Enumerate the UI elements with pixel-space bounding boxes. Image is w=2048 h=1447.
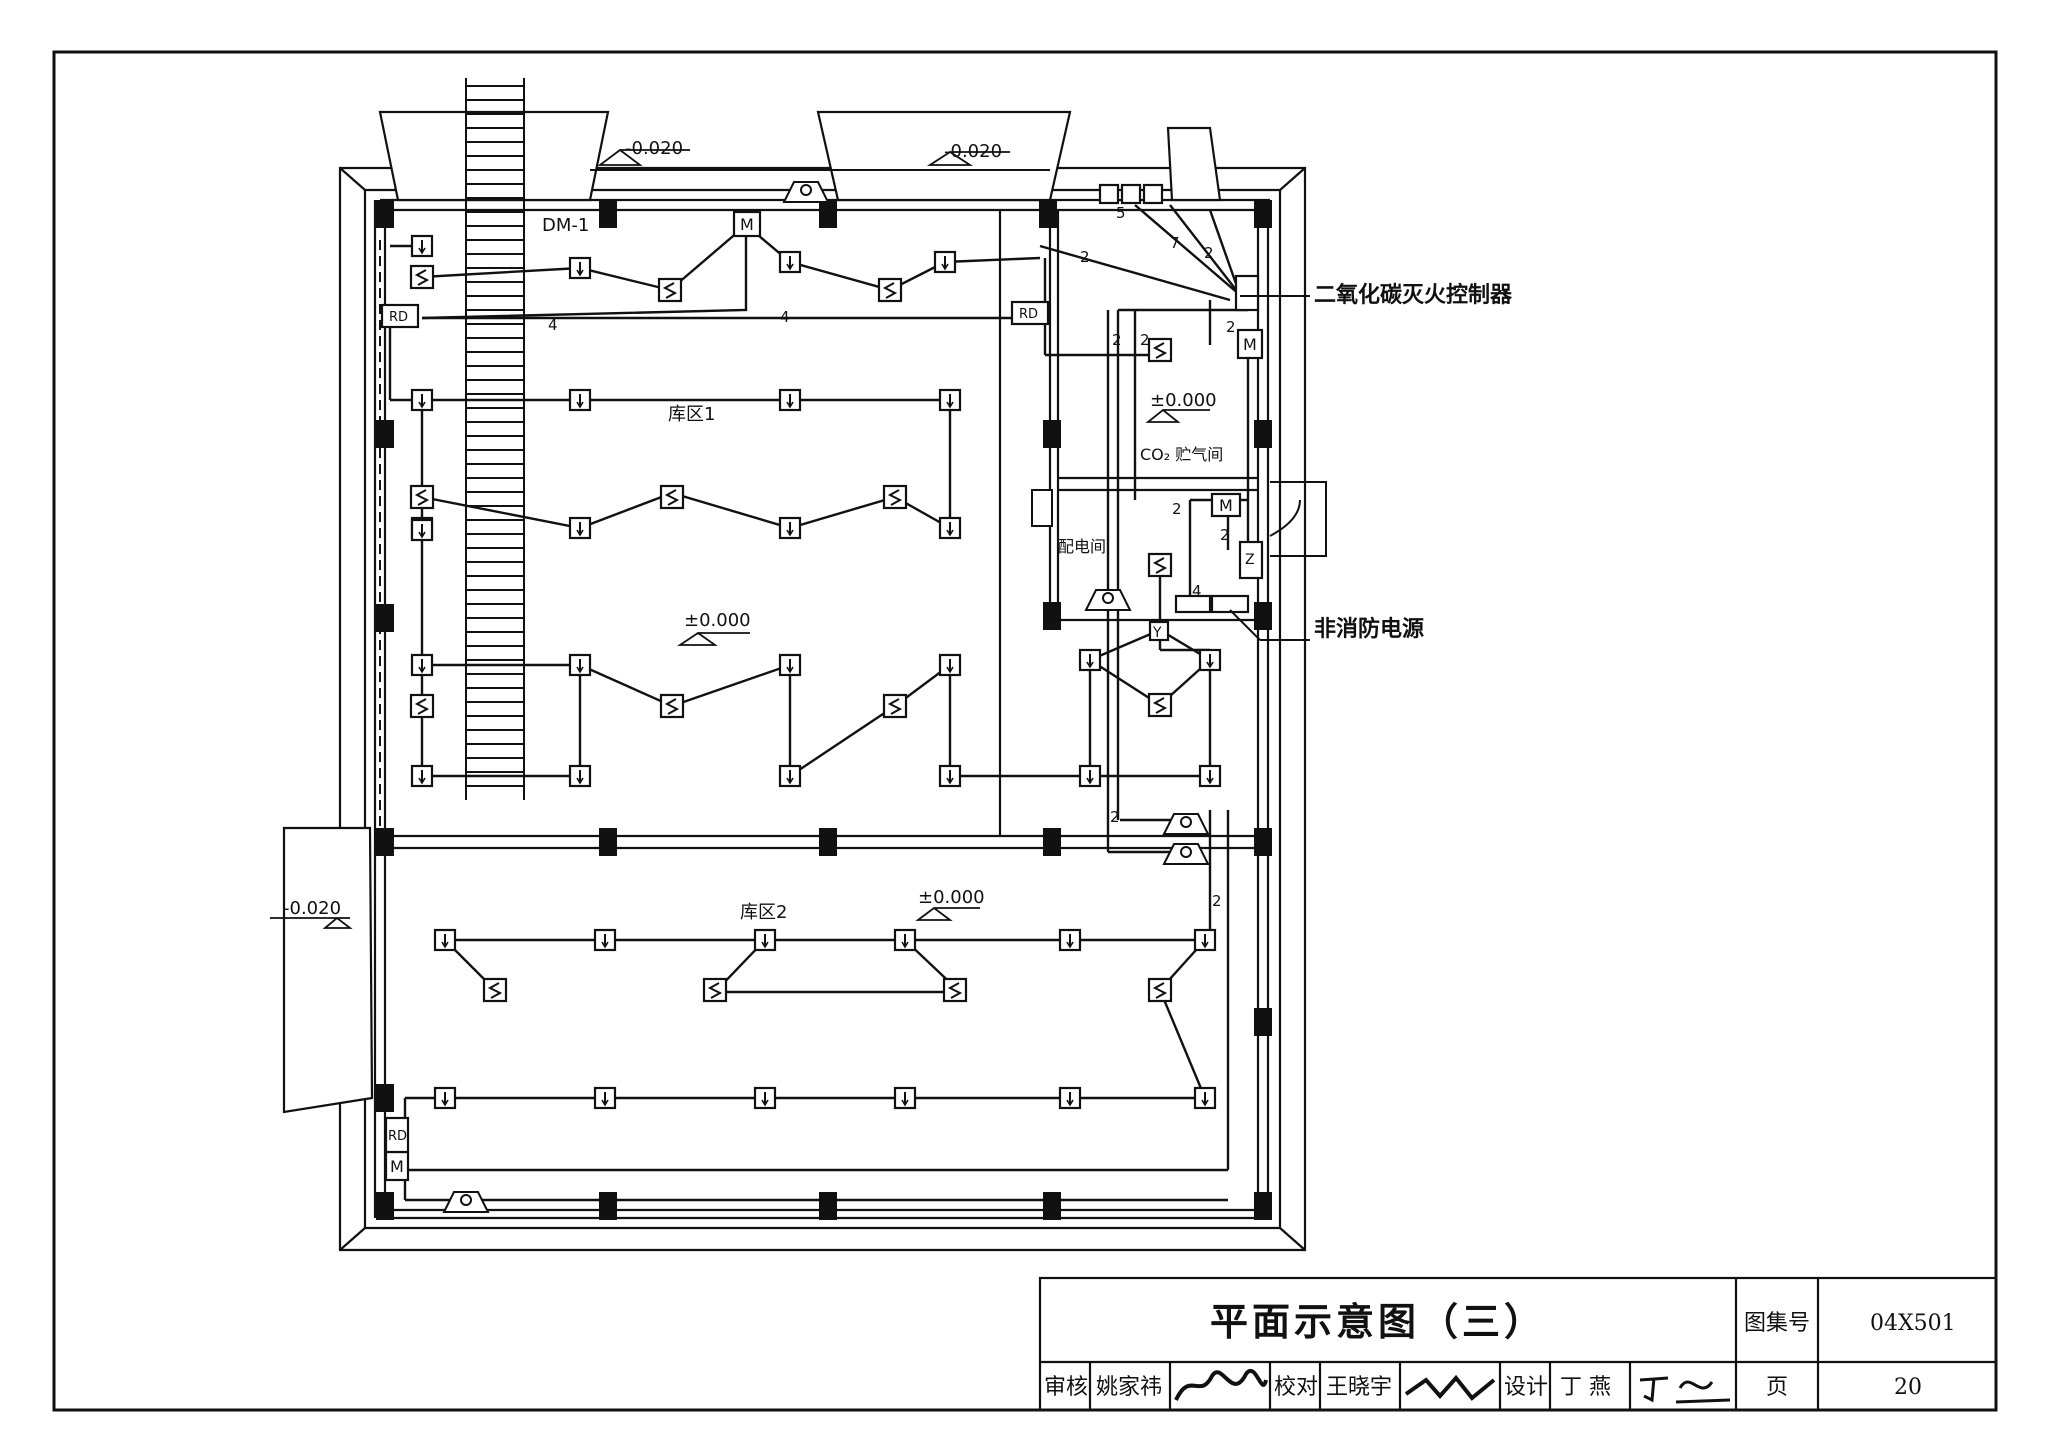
svg-text:M: M <box>1243 335 1257 354</box>
svg-text:M: M <box>1219 496 1233 515</box>
svg-text:4: 4 <box>780 308 790 326</box>
svg-text:2: 2 <box>1212 892 1222 910</box>
reviewer-signature <box>1174 1369 1268 1401</box>
check-label: 校对 <box>1274 1375 1318 1400</box>
svg-text:2: 2 <box>1226 318 1236 336</box>
level-markers <box>270 148 1210 929</box>
heat-detectors <box>410 234 1222 1110</box>
svg-text:-0.020: -0.020 <box>625 138 683 159</box>
svg-text:2: 2 <box>1112 331 1122 349</box>
svg-text:2: 2 <box>1110 808 1120 826</box>
room-zone1: 库区1 <box>668 404 715 425</box>
stair <box>465 78 525 800</box>
level-texts: -0.020 -0.020 ±0.000 ±0.000 ±0.000 -0.02… <box>283 138 1217 919</box>
designer-signature <box>1639 1376 1731 1404</box>
sheet-border <box>52 50 1998 1412</box>
room-power: 配电间 <box>1058 537 1106 556</box>
checker-name: 王晓宇 <box>1326 1375 1392 1400</box>
drawing-title: 平面示意图（三） <box>1210 1300 1546 1344</box>
door-label: DM-1 <box>542 215 589 236</box>
callout-non-fire-power: 非消防电源 <box>1314 617 1424 642</box>
svg-text:RD: RD <box>1019 307 1038 322</box>
release-boxes <box>380 300 1050 1154</box>
review-label: 审核 <box>1044 1375 1088 1400</box>
svg-text:±0.000: ±0.000 <box>684 610 751 631</box>
callout-co2-controller: 二氧化碳灭火控制器 <box>1314 282 1513 308</box>
wire-counts: 4 4 2 2 2 2 2 2 4 2 2 5 7 2 <box>548 204 1236 910</box>
svg-text:RD: RD <box>389 310 408 325</box>
svg-text:2: 2 <box>1172 500 1182 518</box>
atlas-no: 04X501 <box>1870 1311 1956 1336</box>
checker-signature <box>1404 1374 1496 1401</box>
callout-leader-2 <box>1229 609 1261 641</box>
power-room-door <box>1270 481 1327 557</box>
svg-text:±0.000: ±0.000 <box>1150 390 1217 411</box>
alarm-bells <box>443 181 1209 1213</box>
left-bell <box>1031 489 1053 527</box>
title-block <box>1038 1276 1998 1412</box>
svg-text:2: 2 <box>1080 248 1090 266</box>
svg-text:4: 4 <box>548 316 558 334</box>
page-label: 页 <box>1766 1375 1788 1400</box>
svg-text:M: M <box>740 215 754 234</box>
svg-text:5: 5 <box>1116 204 1126 222</box>
page-no: 20 <box>1894 1375 1922 1400</box>
svg-text:RD: RD <box>388 1129 407 1144</box>
svg-text:2: 2 <box>1204 244 1214 262</box>
design-label: 设计 <box>1504 1375 1548 1400</box>
room-zone2: 库区2 <box>740 902 787 923</box>
release-labels: RD RD RD <box>388 307 1038 1144</box>
svg-text:4: 4 <box>1192 582 1202 600</box>
svg-text:-0.020: -0.020 <box>283 898 341 919</box>
module-boxes <box>384 210 1264 1182</box>
atlas-no-label: 图集号 <box>1744 1311 1810 1336</box>
svg-text:7: 7 <box>1170 234 1180 252</box>
svg-text:2: 2 <box>1140 331 1150 349</box>
designer-name: 丁 燕 <box>1560 1375 1611 1400</box>
door-swing <box>1269 499 1301 537</box>
reviewer-name: 姚家祎 <box>1096 1375 1162 1400</box>
svg-text:±0.000: ±0.000 <box>918 887 985 908</box>
z-box-label: Z <box>1245 552 1255 568</box>
svg-text:M: M <box>390 1157 404 1176</box>
co2-controller <box>1098 183 1264 642</box>
y-box-label: Y <box>1152 625 1162 641</box>
module-labels: M M M M <box>390 215 1257 1176</box>
svg-text:-0.020: -0.020 <box>944 141 1002 162</box>
left-top-heat-detector <box>410 518 434 542</box>
room-co2: CO₂ 贮气间 <box>1140 445 1223 464</box>
svg-text:2: 2 <box>1220 526 1230 544</box>
left-opening <box>282 826 374 1114</box>
